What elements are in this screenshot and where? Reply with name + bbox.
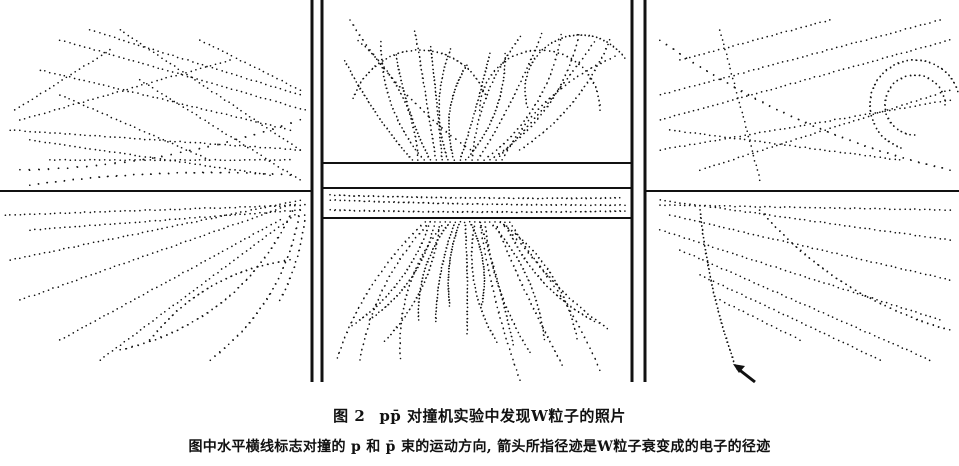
particle-track [39,69,292,132]
particle-track [357,39,419,161]
particle-track [459,52,491,161]
particle-track [329,208,626,214]
particle-track [198,39,302,92]
particle-track [470,221,498,343]
particle-track [434,221,457,323]
particle-track [499,221,578,340]
particle-track [479,221,515,346]
particle-track [699,209,736,366]
particle-track [413,30,438,161]
particle-track [447,220,462,307]
particle-track [678,249,931,362]
particle-track [659,199,952,241]
particle-track [659,19,941,96]
particle-track [658,228,941,321]
particle-track [484,221,531,354]
particle-track [18,59,231,121]
right-event-panel [658,19,959,366]
particle-track [13,48,111,111]
particle-track [4,203,306,217]
particle-track [138,78,301,181]
figure-note: 图中水平横线标志对撞的 p 和 p̄ 束的运动方向, 箭头所指径迹是W粒子衰变成… [188,439,771,455]
particle-track [719,298,801,342]
particle-track [9,199,302,261]
particle-track [679,19,831,61]
particle-track [478,49,602,111]
particle-track [49,158,291,162]
particle-track [463,221,469,335]
particle-track [349,19,472,151]
particle-track [395,54,432,161]
particle-track [471,35,522,161]
particle-track [509,221,609,330]
particle-track [58,39,307,111]
particle-track [758,209,951,331]
particle-track [28,171,292,187]
particle-track [659,99,952,152]
particle-track [383,221,441,342]
particle-track [659,204,952,212]
particle-track [501,55,616,161]
particle-track [278,214,306,302]
particle-track [483,33,562,161]
particle-track [429,45,444,161]
particle-track [448,64,468,161]
particle-track [868,59,959,149]
track-photo [0,0,959,384]
center-event-panel [329,19,626,381]
particle-track [119,203,296,351]
particle-track [88,28,302,96]
particle-track [698,89,951,172]
particle-track [59,94,211,162]
left-event-panel [4,28,307,362]
particle-track [494,221,563,366]
particle-track [379,40,426,161]
particle-track [343,60,414,161]
particle-track [352,49,488,100]
particle-track [478,221,521,381]
particle-track [659,38,951,121]
particle-track [524,33,626,108]
particle-track [336,221,427,359]
particle-track [464,52,507,161]
figure-caption: 图 2 pp̄ 对撞机实验中发现W粒子的照片 [0,405,959,426]
particle-track [19,118,302,172]
particle-track [329,199,626,207]
particle-track [148,258,291,341]
particle-track [668,129,901,161]
particle-track [359,220,432,361]
particle-track [58,218,282,341]
arrow-icon [733,364,756,384]
particle-track [489,34,580,161]
particle-track [368,221,436,321]
beam-pipe-box [321,162,633,219]
figure-title: pp̄ 对撞机实验中发现W粒子的照片 [379,407,626,425]
particle-track [499,221,601,372]
particle-track [883,74,946,136]
particle-track [518,38,611,151]
figure-label: 图 2 [333,407,366,425]
particle-track [504,221,596,323]
particle-track [668,214,951,281]
particle-track [9,129,301,151]
particle-track [19,203,292,301]
particle-track [718,29,761,182]
event-figure [0,0,959,384]
particle-track [477,32,543,161]
particle-track [28,138,271,177]
particle-track [417,221,451,321]
particle-track [29,209,302,232]
particle-track [209,208,301,362]
particle-track [119,28,302,151]
particle-track [699,274,882,361]
particle-track [99,213,296,362]
particle-track [398,221,447,360]
particle-track [658,39,951,172]
particle-track [438,48,452,161]
particle-track [329,193,621,200]
